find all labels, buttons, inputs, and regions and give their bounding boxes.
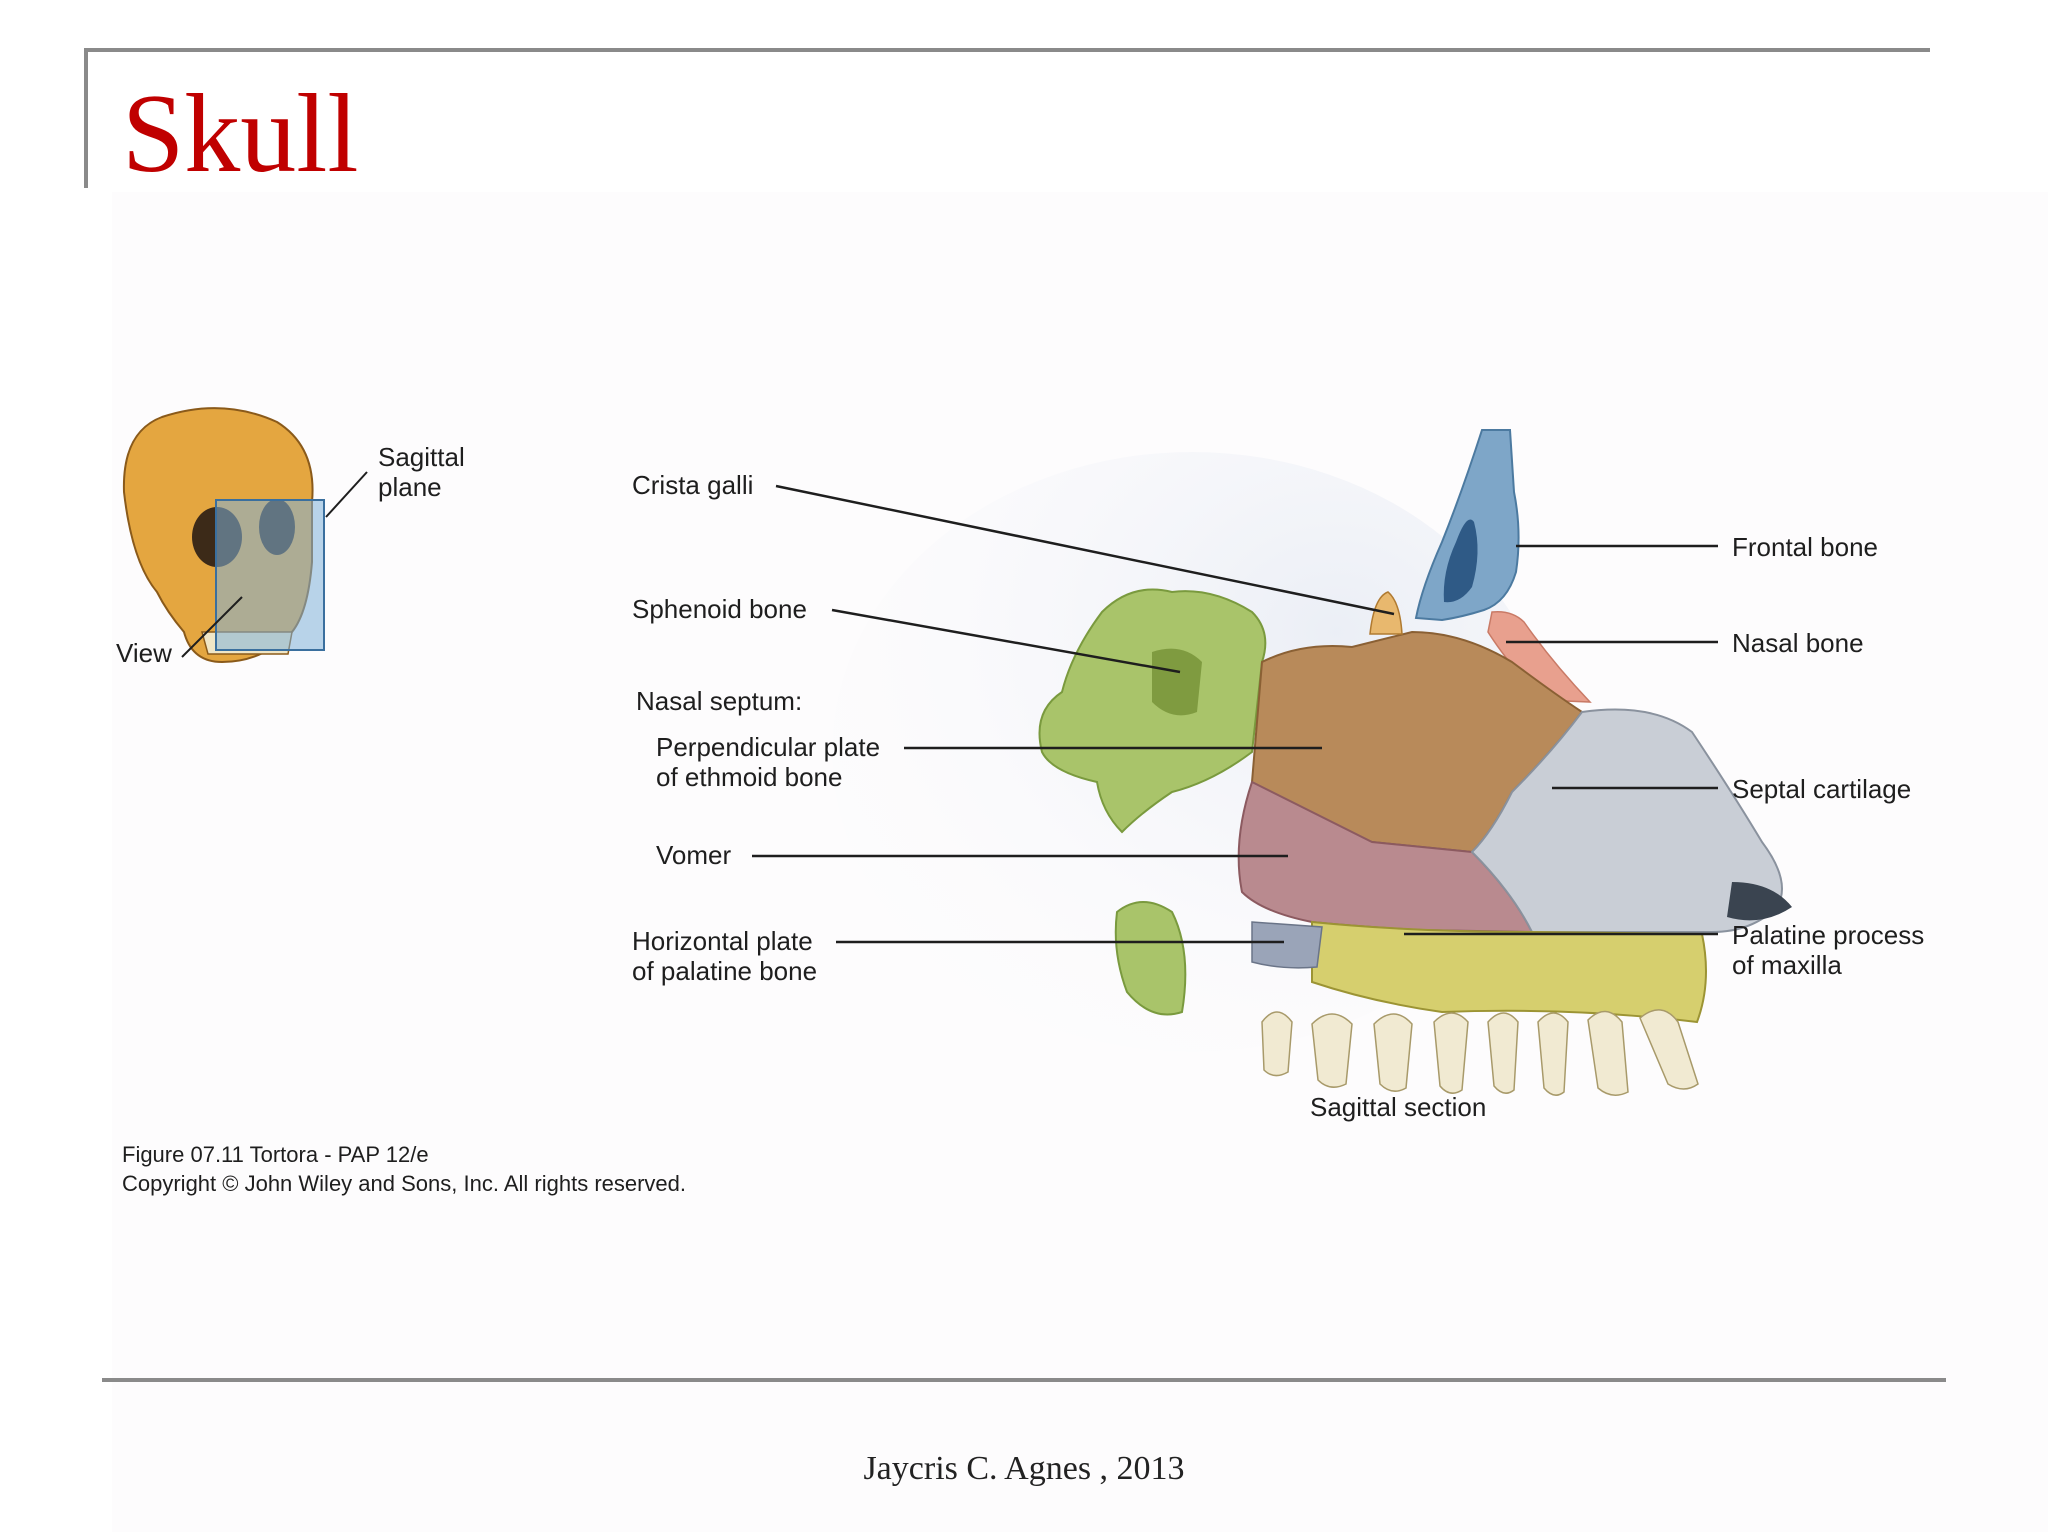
label-crista-galli: Crista galli xyxy=(632,470,753,500)
label-perpendicular-plate-line2: of ethmoid bone xyxy=(656,762,842,792)
label-palatine-process-line1: Palatine process xyxy=(1732,920,1924,950)
label-sphenoid-bone: Sphenoid bone xyxy=(632,594,807,624)
label-sagittal-plane-line2: plane xyxy=(378,472,442,502)
sagittal-section-diagram: Sagittal plane View Crista galli Sphenoi… xyxy=(116,407,1924,1196)
label-septal-cartilage: Septal cartilage xyxy=(1732,774,1911,804)
left-rule xyxy=(84,48,88,188)
figure-caption-line1: Figure 07.11 Tortora - PAP 12/e xyxy=(122,1142,429,1167)
top-rule xyxy=(84,48,1930,52)
inset-skull xyxy=(122,407,368,664)
sphenoid-bone-region xyxy=(1038,588,1267,834)
label-nasal-bone: Nasal bone xyxy=(1732,628,1864,658)
label-horizontal-plate-line1: Horizontal plate xyxy=(632,926,813,956)
septal-cartilage-region xyxy=(1470,708,1783,933)
figure-image: Sagittal plane View Crista galli Sphenoi… xyxy=(112,192,2048,1532)
figure-caption-line2: Copyright © John Wiley and Sons, Inc. Al… xyxy=(122,1171,686,1196)
bottom-rule xyxy=(102,1378,1946,1382)
label-frontal-bone: Frontal bone xyxy=(1732,532,1878,562)
label-perpendicular-plate-line1: Perpendicular plate xyxy=(656,732,880,762)
label-palatine-process-line2: of maxilla xyxy=(1732,950,1842,980)
teeth xyxy=(1261,1009,1699,1096)
maxilla-region xyxy=(1311,920,1707,1024)
label-view: View xyxy=(116,638,172,668)
label-sagittal-plane-line1: Sagittal xyxy=(378,442,465,472)
slide-footer: Jaycris C. Agnes , 2013 xyxy=(863,1450,1185,1487)
palatine-plate-region xyxy=(1251,921,1323,969)
label-sagittal-section: Sagittal section xyxy=(1310,1092,1486,1122)
label-horizontal-plate-line2: of palatine bone xyxy=(632,956,817,986)
leader-lines xyxy=(752,484,1718,944)
label-vomer: Vomer xyxy=(656,840,731,870)
label-nasal-septum: Nasal septum: xyxy=(636,686,802,716)
slide-title: Skull xyxy=(122,72,359,196)
